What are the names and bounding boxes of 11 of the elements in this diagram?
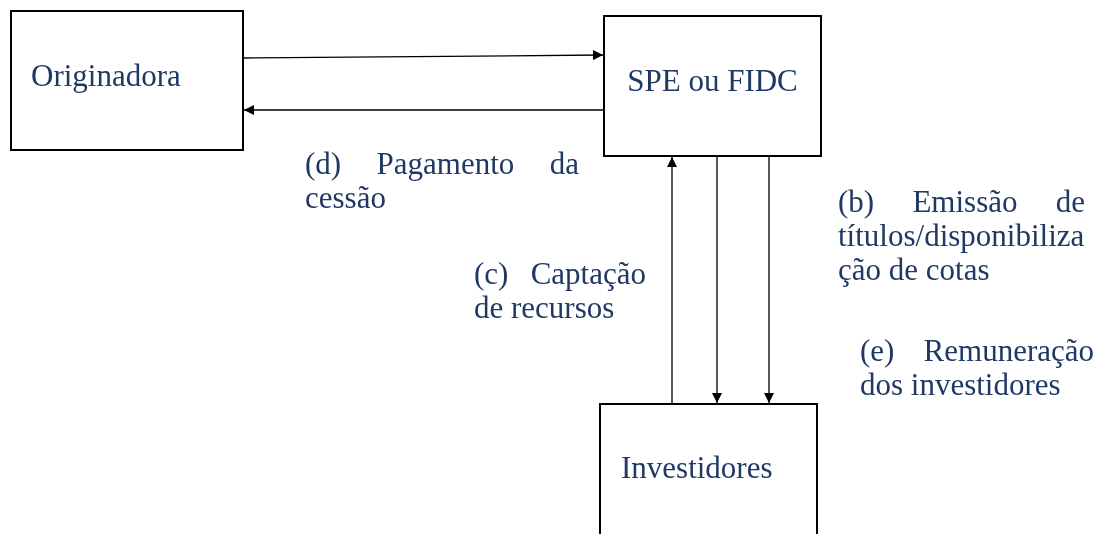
arrow bbox=[712, 156, 722, 404]
node-label: Investidores bbox=[621, 451, 773, 485]
arrow bbox=[667, 156, 677, 404]
node-label: SPE ou FIDC bbox=[627, 64, 798, 98]
arrow bbox=[764, 156, 774, 404]
process-box bbox=[603, 15, 822, 157]
arrow bbox=[243, 50, 604, 61]
process-box bbox=[599, 403, 818, 534]
process-box bbox=[10, 10, 244, 151]
arrow bbox=[243, 105, 604, 115]
node-label: Originadora bbox=[31, 58, 181, 93]
